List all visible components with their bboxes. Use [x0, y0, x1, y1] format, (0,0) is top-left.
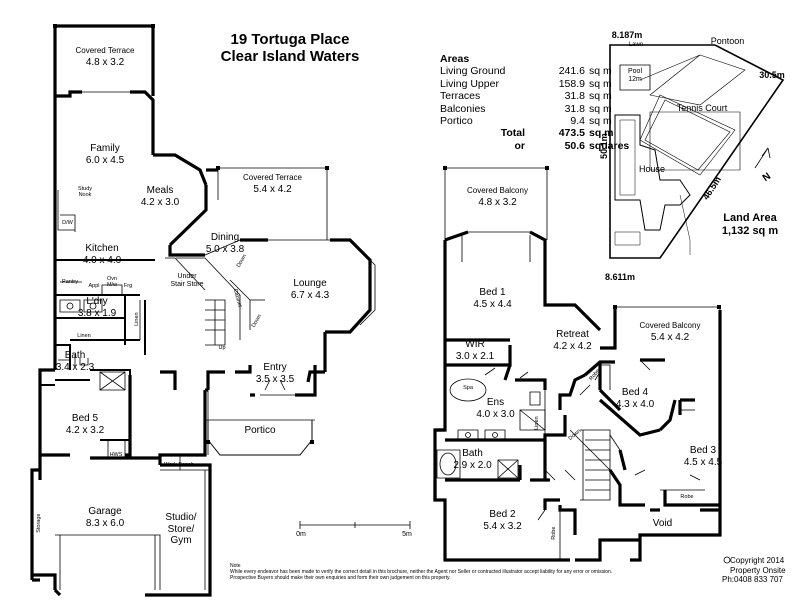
small-label: Appl — [88, 283, 100, 289]
small-label: Ovn M/w — [106, 276, 118, 289]
portico-outline — [207, 420, 313, 456]
ground-floor-thin-lines — [55, 25, 376, 590]
small-label: Robe — [550, 526, 557, 540]
copyright-icon — [723, 556, 731, 564]
site-label: House — [638, 164, 665, 174]
title-line-2: Clear Island Waters — [220, 48, 360, 65]
site-label: Tennis Court — [676, 103, 728, 113]
small-label: Under Stair Store — [170, 273, 204, 289]
title-line-1: 19 Tortuga Place — [230, 31, 350, 48]
site-label: 30.5m — [759, 70, 785, 80]
upper-floor-thin-lines — [436, 167, 721, 560]
copyright-line: Copyright 2014 — [730, 556, 785, 565]
small-label: Up — [218, 345, 226, 351]
scale-end: 5m — [402, 531, 412, 538]
site-plan — [609, 44, 785, 259]
small-label: Storage — [35, 513, 42, 533]
room-label: Portico — [244, 425, 276, 436]
small-label: Robe — [680, 494, 694, 500]
copyright-line: Property Onsite — [730, 565, 786, 575]
copyright-phone: Ph:0408 833 707 — [722, 575, 783, 584]
small-label: Linen — [133, 312, 140, 326]
site-label: 8.187m — [611, 30, 643, 40]
scale-start: 0m — [296, 531, 306, 538]
small-label: Linen — [533, 416, 540, 430]
small-label: Study Nook — [77, 186, 93, 199]
site-label: 8.611m — [604, 272, 636, 282]
small-label: Frg — [123, 283, 133, 289]
scale-bar — [299, 521, 411, 529]
upper-floor-walls — [433, 230, 722, 562]
site-label: 50.1m — [598, 133, 609, 159]
note-heading: Note — [230, 563, 241, 569]
disclaimer-note: Note While every endeavor has been made … — [230, 563, 620, 581]
small-label: Linen — [77, 333, 91, 339]
note-text: While every endeavor has been made to ve… — [230, 569, 613, 581]
small-label: Work Bench — [164, 462, 194, 468]
small-label: D/W — [62, 220, 73, 226]
copyright-block: Copyright 2014 Property Onsite Ph:0408 8… — [722, 556, 786, 585]
room-label: Studio/ Store/ Gym — [165, 512, 197, 546]
site-label: Pontoon — [710, 36, 745, 46]
areas-heading: Areas — [440, 53, 470, 65]
room-label: Void — [652, 518, 673, 529]
site-label: Lawn — [628, 42, 644, 48]
small-label: HWS — [109, 452, 123, 458]
small-label: Pantry — [62, 279, 78, 285]
small-label: Spa — [463, 385, 473, 391]
